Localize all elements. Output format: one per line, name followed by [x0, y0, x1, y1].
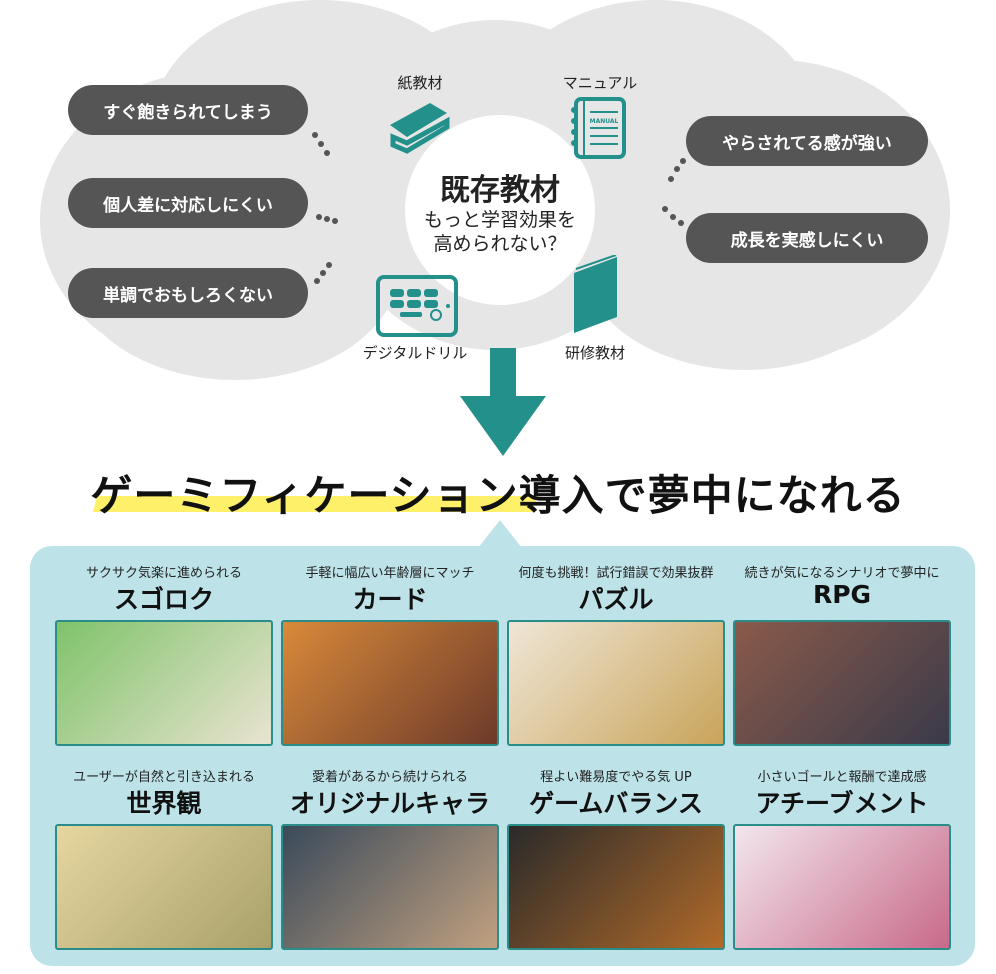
feature-card: 程よい難易度でやる気 UP ゲームバランス [507, 766, 725, 950]
feature-caption: 手軽に幅広い年齢層にマッチ [305, 566, 475, 581]
feature-caption: 続きが気になるシナリオで夢中に [744, 566, 940, 581]
headline: ゲーミフィケーション導入で夢中になれる [90, 471, 906, 520]
feature-caption: 小さいゴールと報酬で達成感 [757, 770, 927, 785]
complaint-bubble: 成長を実感しにくい [686, 213, 928, 263]
material-label: デジタルドリル [362, 344, 468, 362]
book-icon [574, 255, 617, 333]
arrow-down-icon [460, 348, 546, 456]
complaint-bubble: 単調でおもしろくない [68, 268, 308, 318]
material-label: マニュアル [562, 74, 638, 92]
material-label: 紙教材 [397, 74, 443, 92]
game-screenshot [55, 824, 273, 950]
feature-card: 何度も挑戦！試行錯誤で効果抜群 パズル [507, 562, 725, 746]
feature-caption: 程よい難易度でやる気 UP [540, 770, 692, 785]
feature-title: ゲームバランス [529, 789, 703, 818]
feature-card: サクサク気楽に進められる スゴロク [55, 562, 273, 746]
feature-card: ユーザーが自然と引き込まれる 世界観 [55, 766, 273, 950]
game-screenshot [507, 620, 725, 746]
feature-title: アチーブメント [755, 789, 929, 818]
feature-card: 続きが気になるシナリオで夢中に RPG [733, 562, 951, 746]
feature-title: オリジナルキャラ [289, 789, 490, 818]
feature-card: 手軽に幅広い年齢層にマッチ カード [281, 562, 499, 746]
feature-caption: 愛着があるから続けられる [311, 770, 468, 785]
game-screenshot [55, 620, 273, 746]
feature-title: カード [352, 585, 428, 614]
feature-caption: サクサク気楽に進められる [85, 566, 242, 581]
feature-caption: ユーザーが自然と引き込まれる [73, 770, 255, 785]
center-subtitle: もっと学習効果を 高められない？ [423, 209, 576, 255]
game-screenshot [733, 620, 951, 746]
panel-notch [478, 520, 522, 548]
svg-text:MANUAL: MANUAL [590, 118, 619, 125]
tablet-icon [376, 275, 458, 337]
game-screenshot [281, 824, 499, 950]
feature-title: スゴロク [113, 585, 214, 614]
center-title: 既存教材 [440, 173, 560, 208]
feature-card: 愛着があるから続けられる オリジナルキャラ [281, 766, 499, 950]
complaint-bubble: やらされてる感が強い [686, 116, 928, 166]
books-icon [390, 103, 450, 154]
feature-title: パズル [578, 585, 654, 614]
game-screenshot [733, 824, 951, 950]
complaint-bubble: すぐ飽きられてしまう [68, 85, 308, 135]
feature-caption: 何度も挑戦！試行錯誤で効果抜群 [518, 566, 714, 581]
game-screenshot [507, 824, 725, 950]
feature-title: RPG [812, 580, 872, 609]
center-circle [405, 115, 595, 305]
material-label: 研修教材 [564, 344, 625, 362]
manual-icon: MANUAL [571, 97, 626, 159]
complaint-bubble: 個人差に対応しにくい [68, 178, 308, 228]
feature-title: 世界観 [126, 789, 202, 818]
feature-card: 小さいゴールと報酬で達成感 アチーブメント [733, 766, 951, 950]
game-screenshot [281, 620, 499, 746]
